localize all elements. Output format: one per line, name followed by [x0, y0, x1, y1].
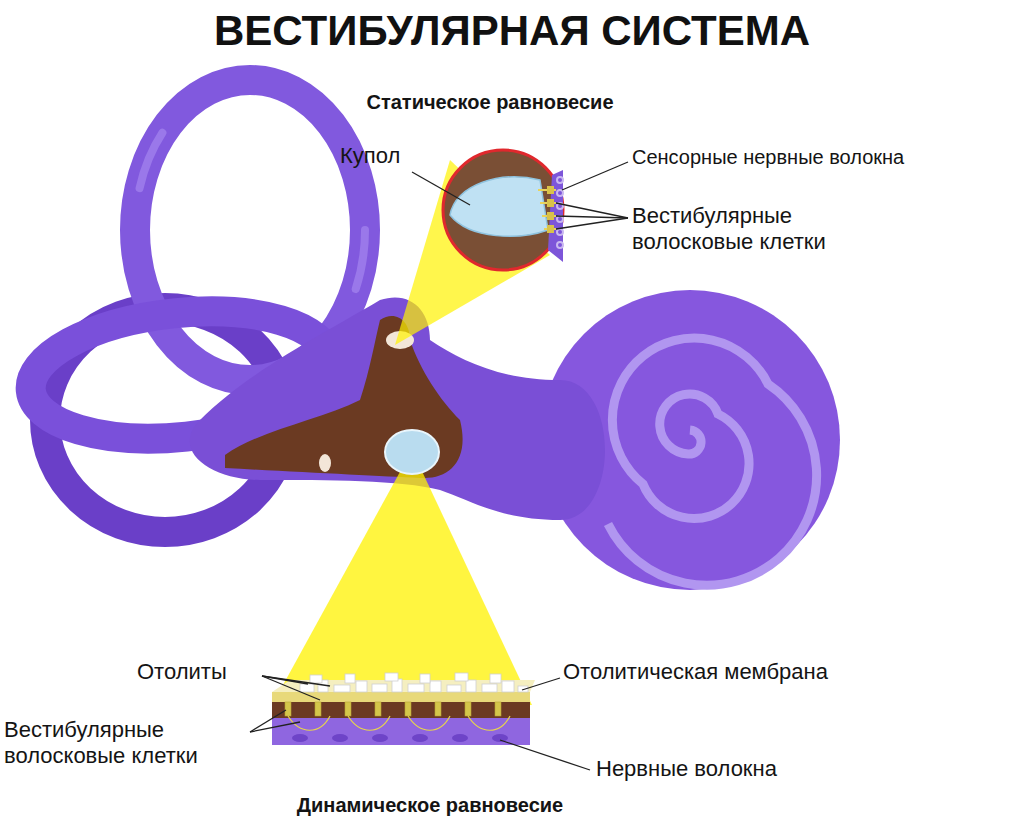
part-label: Нервные волокна — [596, 756, 896, 782]
small-crest — [319, 454, 331, 472]
part-label: Вестибулярные волосковые клетки — [632, 203, 872, 256]
inset-cells — [547, 186, 554, 233]
cochlea-spiral — [608, 338, 817, 585]
part-label: Купол — [340, 143, 440, 169]
part-label: Отолиты — [137, 659, 267, 685]
part-label: Сенсорные нервные волокна — [632, 145, 1022, 169]
inset-circle — [443, 150, 563, 270]
part-label: Вестибулярные волосковые клетки — [4, 717, 249, 770]
section-heading: Статическое равновесие — [290, 90, 690, 114]
macula — [385, 430, 439, 474]
inner-cavity — [225, 316, 463, 478]
inset-nerve-chain — [557, 177, 563, 248]
inset-hair-cells — [538, 190, 556, 229]
zoom-cone — [272, 450, 532, 705]
cupula — [450, 177, 548, 236]
diagram-title: ВЕСТИБУЛЯРНАЯ СИСТЕМА — [0, 6, 1024, 56]
part-label: Отолитическая мембрана — [563, 659, 1018, 685]
section-heading: Динамическое равновесие — [200, 793, 660, 817]
